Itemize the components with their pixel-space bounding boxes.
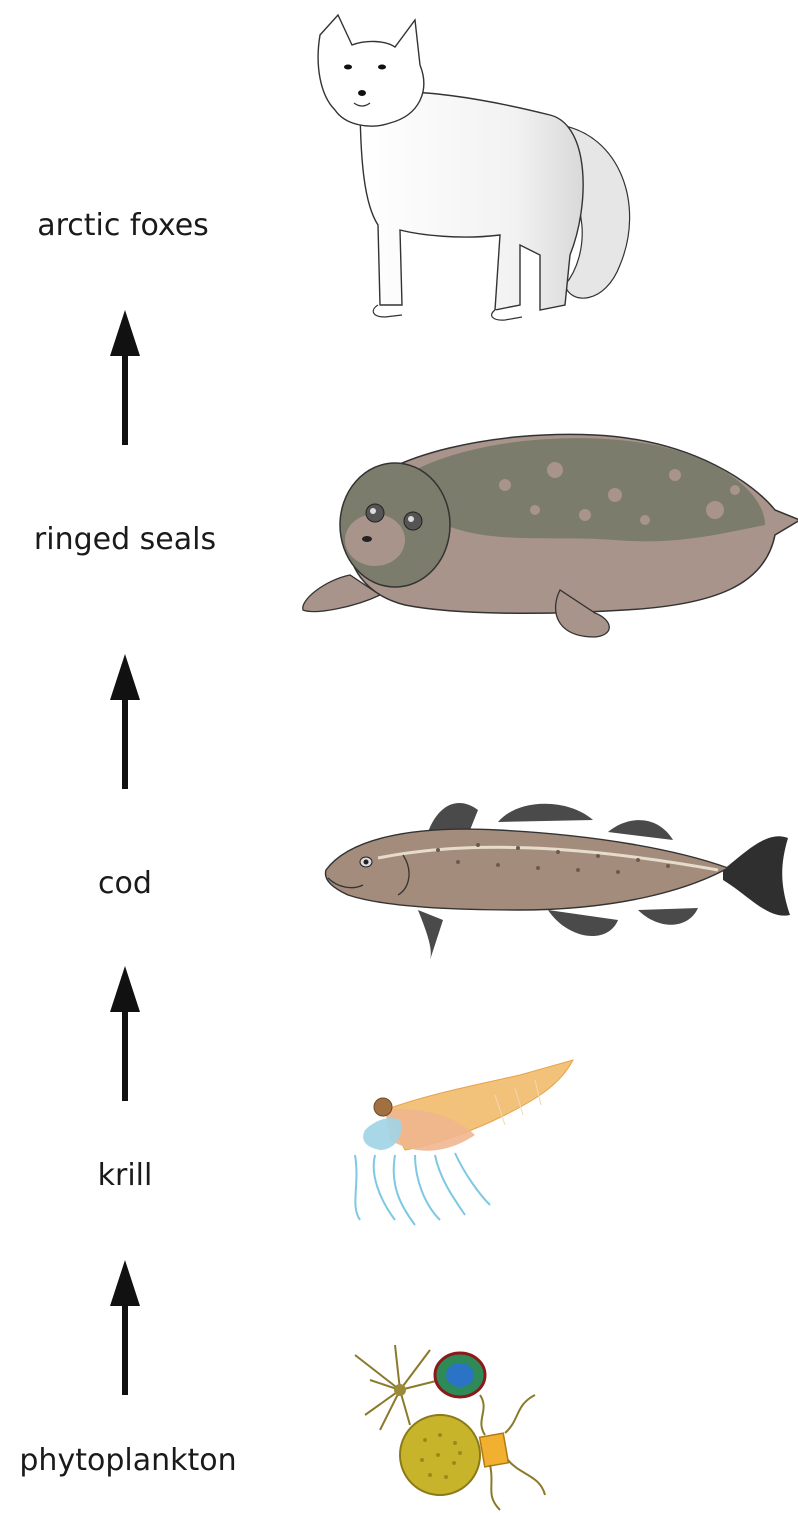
arctic-fox-icon [290, 5, 650, 325]
arrow-cod-to-seals [105, 654, 145, 789]
label-cod: cod [98, 866, 152, 901]
label-ringed-seals: ringed seals [34, 522, 216, 557]
label-krill: krill [98, 1158, 153, 1193]
cod-icon [318, 770, 798, 965]
phytoplankton-icon [350, 1335, 550, 1513]
arrow-krill-to-cod [105, 966, 145, 1101]
label-phytoplankton: phytoplankton [19, 1443, 236, 1478]
arrow-seals-to-foxes [105, 310, 145, 445]
arrow-phytoplankton-to-krill [105, 1260, 145, 1395]
label-arctic-foxes: arctic foxes [37, 208, 209, 243]
krill-icon [345, 1055, 580, 1235]
ringed-seal-icon [295, 415, 798, 645]
